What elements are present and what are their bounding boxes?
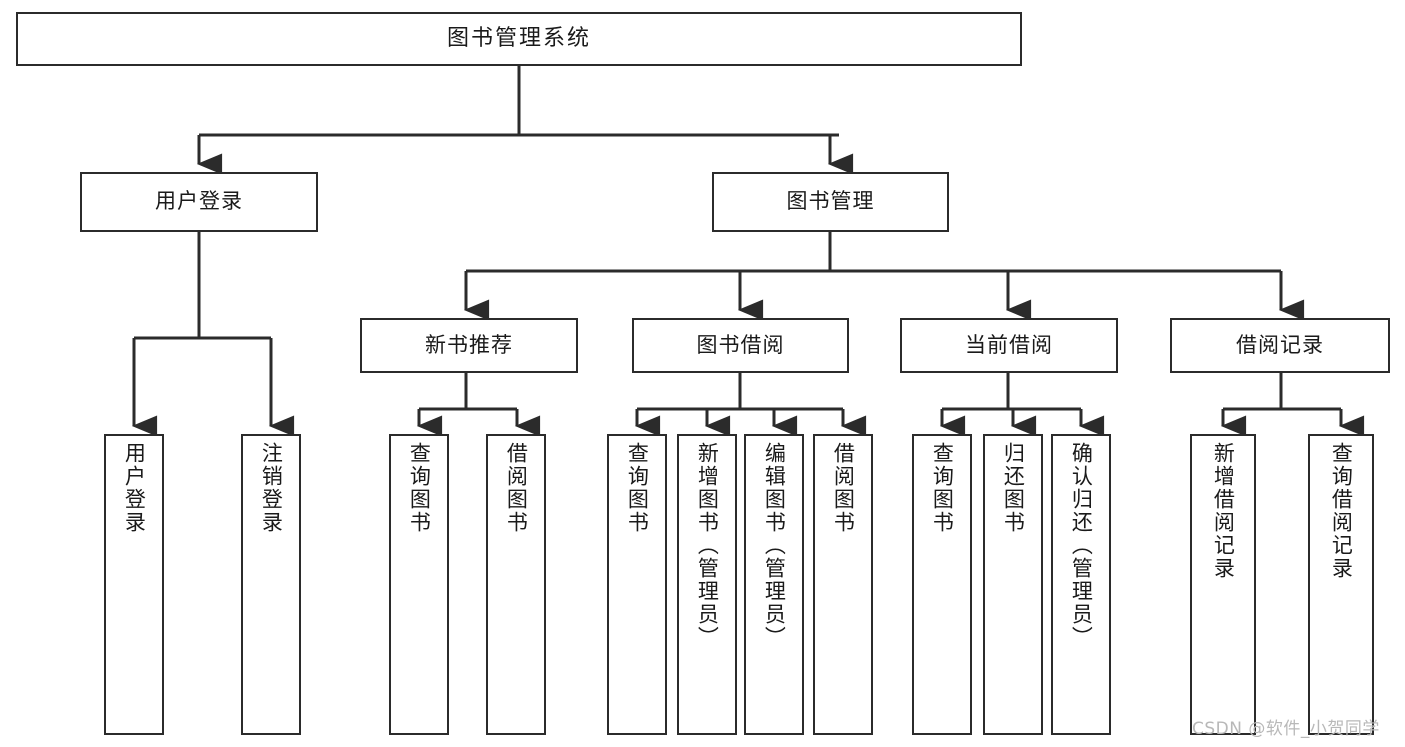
node-root[interactable]: 图书管理系统 [16,12,1022,66]
node-leaf-query-book-2-label: 查询图书 [625,442,650,534]
node-new-book-recommend-label: 新书推荐 [425,332,513,357]
node-current-borrow[interactable]: 当前借阅 [900,318,1118,373]
node-leaf-borrow-book-2-label: 借阅图书 [831,442,856,534]
node-leaf-user-login-label: 用户登录 [122,442,147,534]
node-leaf-query-book-3[interactable]: 查询图书 [912,434,972,735]
node-leaf-user-login[interactable]: 用户登录 [104,434,164,735]
node-new-book-recommend[interactable]: 新书推荐 [360,318,578,373]
node-leaf-return-book-label: 归还图书 [1001,442,1026,534]
node-leaf-query-book-2[interactable]: 查询图书 [607,434,667,735]
node-leaf-add-book-label: 新增图书（管理员） [695,442,720,649]
node-leaf-edit-book[interactable]: 编辑图书（管理员） [744,434,804,735]
node-book-borrow-label: 图书借阅 [696,332,785,357]
node-book-borrow[interactable]: 图书借阅 [632,318,849,373]
node-leaf-query-book-1-label: 查询图书 [407,442,432,534]
node-leaf-borrow-book-1-label: 借阅图书 [504,442,529,534]
node-borrow-record[interactable]: 借阅记录 [1170,318,1390,373]
node-leaf-query-record[interactable]: 查询借阅记录 [1308,434,1374,735]
node-leaf-add-book[interactable]: 新增图书（管理员） [677,434,737,735]
node-leaf-user-logout[interactable]: 注销登录 [241,434,301,735]
node-leaf-query-book-1[interactable]: 查询图书 [389,434,449,735]
node-leaf-borrow-book-2[interactable]: 借阅图书 [813,434,873,735]
node-leaf-confirm-return[interactable]: 确认归还（管理员） [1051,434,1111,735]
node-leaf-query-record-label: 查询借阅记录 [1329,442,1354,580]
node-leaf-add-record[interactable]: 新增借阅记录 [1190,434,1256,735]
node-book-manage[interactable]: 图书管理 [712,172,949,232]
node-leaf-query-book-3-label: 查询图书 [930,442,955,534]
node-user-login[interactable]: 用户登录 [80,172,318,232]
node-user-login-label: 用户登录 [155,189,243,214]
node-leaf-borrow-book-1[interactable]: 借阅图书 [486,434,546,735]
node-leaf-add-record-label: 新增借阅记录 [1211,442,1236,580]
node-leaf-user-logout-label: 注销登录 [259,442,284,534]
node-leaf-return-book[interactable]: 归还图书 [983,434,1043,735]
node-leaf-edit-book-label: 编辑图书（管理员） [762,442,787,649]
node-borrow-record-label: 借阅记录 [1236,332,1324,357]
node-leaf-confirm-return-label: 确认归还（管理员） [1069,442,1094,649]
node-current-borrow-label: 当前借阅 [965,332,1053,357]
node-root-label: 图书管理系统 [446,25,591,51]
node-book-manage-label: 图书管理 [786,189,875,214]
